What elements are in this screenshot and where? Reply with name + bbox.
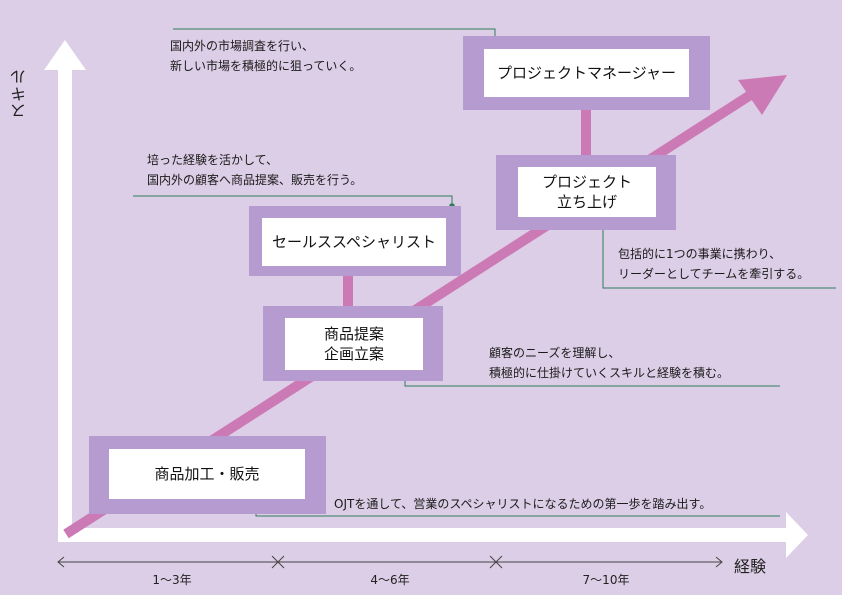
stage-box-4: プロジェクト 立ち上げ	[518, 167, 656, 217]
period-range-1: 1～3年	[152, 573, 192, 587]
note-3-line-1: 培った経験を活かして、	[147, 153, 279, 167]
stage-label-5: プロジェクトマネージャー	[497, 64, 676, 82]
note-4: 包括的に1つの事業に携わり、 リーダーとしてチームを牽引する。	[618, 244, 809, 284]
stage-box-3: セールススペシャリスト	[262, 218, 446, 266]
connector-stage4-stage5	[581, 104, 591, 160]
stage-label-3: セールススペシャリスト	[272, 233, 436, 251]
period-range-2: 4～6年	[370, 573, 410, 587]
leader-line-note3	[133, 195, 453, 206]
leader-line-note4	[602, 226, 836, 289]
note-5: 国内外の市場調査を行い、 新しい市場を積極的に狙っていく。	[170, 36, 361, 76]
note-4-line-2: リーダーとしてチームを牽引する。	[618, 267, 810, 281]
y-axis	[44, 40, 86, 542]
stage-label-2: 商品提案 企画立案	[323, 325, 384, 363]
note-4-line-1: 包括的に1つの事業に携わり、	[618, 247, 782, 261]
note-2-line-2: 積極的に仕掛けていくスキルと経験を積む。	[489, 366, 730, 380]
period-range-3: 7～10年	[582, 573, 630, 587]
stage-box-5: プロジェクトマネージャー	[484, 49, 689, 97]
stage-box-1: 商品加工・販売	[109, 449, 305, 499]
stage-label-1: 商品加工・販売	[154, 465, 260, 483]
stage-box-2: 商品提案 企画立案	[285, 318, 423, 370]
note-1-line-1: OJTを通して、営業のスペシャリストになるための第一歩を踏み出す。	[334, 497, 712, 511]
x-axis	[58, 512, 808, 558]
period-end-marker	[715, 556, 723, 568]
note-5-line-1: 国内外の市場調査を行い、	[170, 39, 315, 53]
x-axis-label: 経験	[734, 557, 767, 576]
note-3-line-2: 国内外の顧客へ商品提案、販売を行う。	[147, 173, 363, 187]
note-3: 培った経験を活かして、 国内外の顧客へ商品提案、販売を行う。	[147, 150, 362, 190]
period-divider-1	[271, 555, 285, 569]
note-2-line-1: 顧客のニーズを理解し、	[489, 346, 621, 360]
note-5-line-2: 新しい市場を積極的に狙っていく。	[170, 59, 362, 73]
note-2: 顧客のニーズを理解し、 積極的に仕掛けていくスキルと経験を積む。	[489, 343, 729, 383]
leader-line-note5	[173, 28, 496, 39]
connector-stage2-stage3	[343, 270, 353, 308]
period-divider-2	[489, 555, 503, 569]
y-axis-label: スキル	[10, 68, 29, 119]
note-1: OJTを通して、営業のスペシャリストになるための第一歩を踏み出す。	[334, 494, 711, 514]
stage-label-4: プロジェクト 立ち上げ	[541, 173, 632, 211]
